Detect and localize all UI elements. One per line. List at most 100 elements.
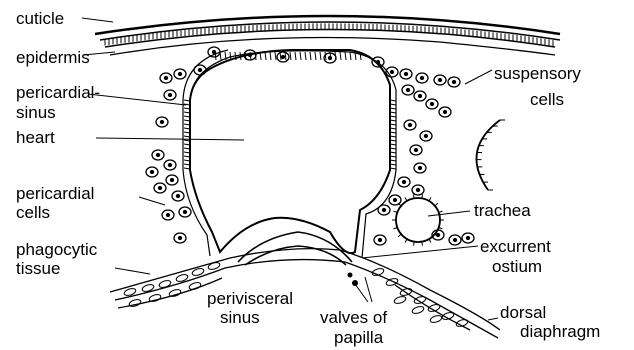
cell-nucleus [161,121,164,124]
cell-nucleus [454,239,457,242]
leader-valves-of-papilla-2 [355,284,368,302]
cell-nucleus [453,81,456,84]
trachea-tooth [405,239,407,242]
heart-hatch-mark [310,52,311,60]
leader-lines [82,18,498,320]
dorsal-diaphragm-tissue [110,249,500,338]
label-valves-of-papilla-line1: valves of [320,308,387,327]
valves-of-papilla-marks [348,273,359,287]
diaphragm-cell [413,295,426,304]
leader-valves-of-papilla [365,277,372,302]
leader-trachea [428,211,470,216]
label-valves-of-papilla-line2: papilla [334,328,384,347]
heart-hatch-mark [270,52,271,60]
cell-nucleus [151,171,154,174]
heart-hatch-mark [300,52,301,60]
cell-nucleus [394,199,397,202]
heart-wall [183,50,396,258]
trachea-tooth [398,234,401,237]
label-perivisceral-sinus-line2: sinus [220,308,260,327]
label-suspensory-cells-line1: suspensory [494,64,581,83]
cell-nucleus [171,179,174,182]
cell-nucleus [184,211,187,214]
cell-nucleus [417,189,420,192]
trachea-shape [396,198,440,242]
cell-nucleus [403,181,406,184]
leader-phagocytic-tissue [115,268,150,274]
cell-nucleus [415,149,418,152]
label-trachea: trachea [474,201,531,220]
cell-nucleus [467,237,470,240]
leader-suspensory-cells [465,70,492,84]
diaphragm-cell [411,305,424,314]
diaphragm-cell [148,293,161,302]
diaphragm-cell [188,281,201,290]
label-pericardial-sinus-line1: pericardial- [16,83,100,102]
cell-nucleus [329,57,332,60]
label-pericardial-sinus-line2: sinus [16,103,56,122]
label-epidermis: epidermis [16,48,90,67]
leader-heart [96,138,244,140]
diaphragm-cell [371,267,384,276]
trachea-tooth [439,228,443,229]
heart-hatch-mark [295,52,296,60]
cell-nucleus [425,135,428,138]
diaphragm-cell [158,279,171,288]
trachea-tooth [439,211,443,212]
labels: cuticle epidermis pericardial- sinus hea… [16,9,600,347]
leader-dorsal-diaphragm [488,318,498,320]
cuticle-layer [95,16,560,47]
label-phagocytic-tissue-line1: phagocytic [16,240,98,259]
label-excurrent-ostium-line2: ostium [492,257,542,276]
trachea-tooth [422,194,423,198]
cell-nucleus [407,89,410,92]
cell-nucleus [379,239,382,242]
heart-hatch-mark [345,52,346,60]
cell-nucleus [405,73,408,76]
cell-nucleus [249,54,252,57]
diaphragm-cell [393,295,406,304]
heart-hatch-mark [320,52,321,60]
leader-cuticle [82,18,113,22]
cell-nucleus [437,234,440,237]
label-dorsal-diaphragm-line2: diaphragm [520,322,600,341]
cell-nucleus [157,154,160,157]
large-trachea-arc [476,120,500,190]
cell-nucleus [421,77,424,80]
heart-hatch-mark [290,52,291,60]
cell-nucleus [177,195,180,198]
diaphragm-cell [429,314,442,323]
trachea-tooth [394,211,398,212]
diaphragm-cell [128,298,141,307]
trachea-tooth [413,194,414,198]
heart-wall-hatching [184,52,396,169]
label-heart: heart [16,128,55,147]
cell-nucleus [159,187,162,190]
heart-hatch-mark [305,52,306,60]
cell-nucleus [391,71,394,74]
label-dorsal-diaphragm-line1: dorsal [500,303,546,322]
heart-hatch-mark [240,52,241,60]
cell-nucleus [213,51,216,54]
label-pericardial-cells-line1: pericardial [16,184,94,203]
epidermis-layer [110,38,555,56]
trachea-tooth [429,239,431,242]
cuticle-hatching [105,23,553,46]
label-suspensory-cells-line2: cells [530,90,564,109]
cell-nucleus [377,61,380,64]
cell-nucleus [165,77,168,80]
heart-hatch-mark [350,52,351,60]
cell-nucleus [169,94,172,97]
heart-hatch-mark [340,52,341,60]
label-cuticle: cuticle [16,9,64,28]
trachea-tooth [405,197,407,200]
cell-nucleus [419,167,422,170]
cell-nucleus [409,124,412,127]
label-excurrent-ostium-line1: excurrent [480,237,551,256]
trachea-tooth [429,197,431,200]
cell-nucleus [282,56,285,59]
label-phagocytic-tissue-line2: tissue [16,259,60,278]
cell-nucleus [383,209,386,212]
leader-excurrent-ostium [362,246,478,258]
